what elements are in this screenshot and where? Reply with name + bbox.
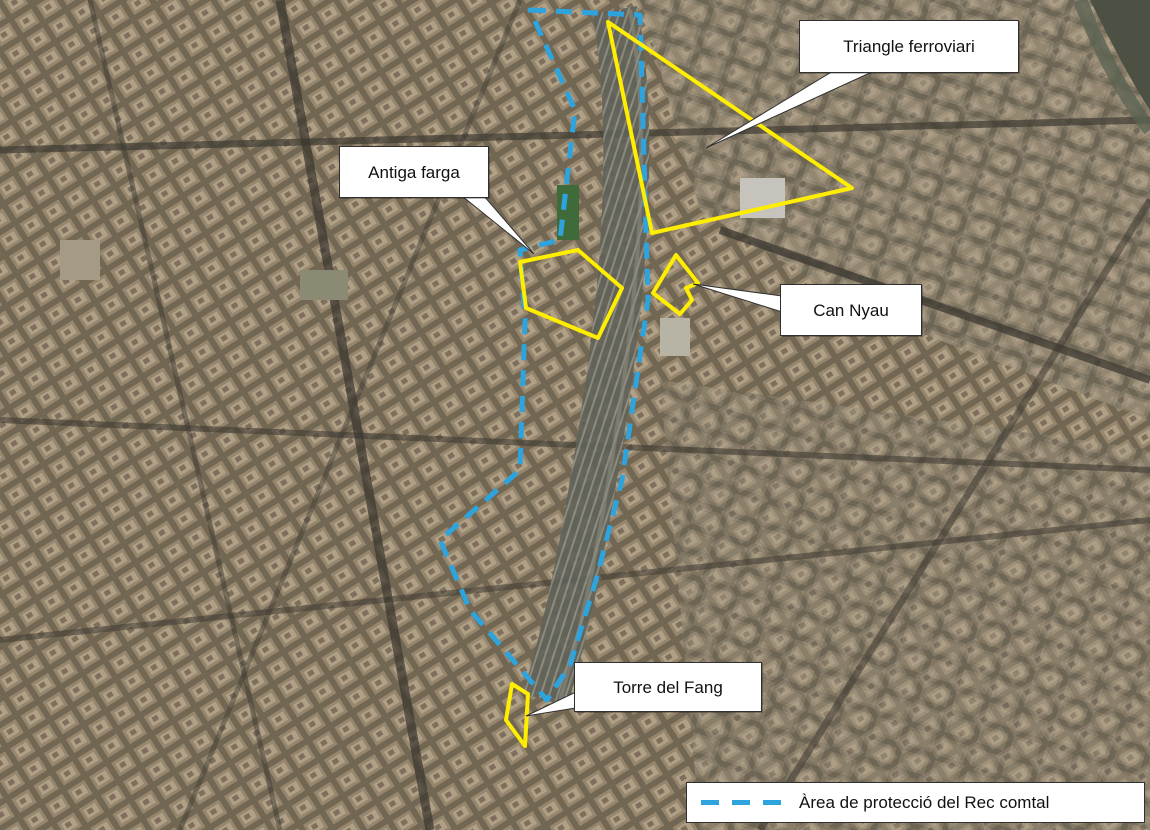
site-antiga-farga-outline	[518, 248, 624, 340]
annotation-antiga-farga: Antiga farga	[339, 146, 489, 198]
annotation-torre-del-fang: Torre del Fang	[574, 662, 762, 712]
protection-area-outline	[437, 7, 651, 703]
site-triangle-ferroviari-outline	[606, 20, 854, 235]
legend-dashed-line-swatch	[701, 799, 781, 806]
annotation-triangle-ferroviari: Triangle ferroviari	[799, 20, 1019, 73]
map-legend: Àrea de protecció del Rec comtal	[686, 782, 1145, 823]
site-torre-del-fang-outline	[504, 682, 530, 748]
site-can-nyau-outline	[651, 253, 700, 316]
annotation-can-nyau: Can Nyau	[780, 284, 922, 336]
legend-protection-area-label: Àrea de protecció del Rec comtal	[799, 792, 1050, 812]
